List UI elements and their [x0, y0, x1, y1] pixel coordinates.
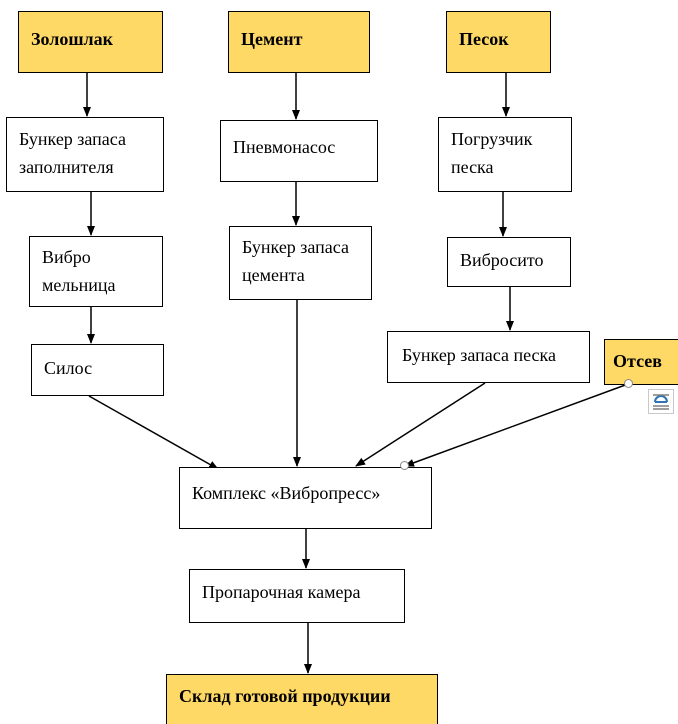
node-loader: Погрузчик песка [438, 117, 572, 192]
node-vibrosito: Вибросито [447, 237, 571, 287]
node-bunker-sand: Бункер запаса песка [387, 331, 590, 383]
node-otsev[interactable]: Отсев [604, 339, 678, 385]
node-silos-label: Силос [44, 358, 93, 378]
arrow-otsev-to-vibropress [404, 383, 629, 467]
node-cement-label: Цемент [241, 29, 303, 49]
node-vibromill-line2: мельница [42, 275, 116, 295]
connector-end-handle[interactable] [400, 461, 409, 470]
node-steam-chamber: Пропарочная камера [189, 569, 405, 623]
node-zoloshlak-label: Золошлак [31, 29, 114, 49]
arrow-bunker-sand-to-vibropress [355, 382, 486, 467]
node-cement: Цемент [228, 11, 370, 73]
node-bunker-fill-line1: Бункер запаса [19, 129, 126, 149]
layout-options-icon[interactable] [648, 389, 674, 414]
connector-start-handle[interactable] [624, 379, 633, 388]
node-pesok-label: Песок [459, 29, 509, 49]
node-steam-chamber-label: Пропарочная камера [202, 582, 361, 602]
node-bunker-sand-label: Бункер запаса песка [402, 345, 557, 365]
node-vibropress-label: Комплекс «Вибропресс» [192, 483, 381, 503]
node-bunker-fill: Бункер запаса заполнителя [6, 117, 164, 192]
node-vibromill-line1: Вибро [42, 247, 91, 267]
node-bunker-cement-line2: цемента [242, 265, 305, 285]
node-pesok: Песок [446, 11, 551, 73]
node-loader-line2: песка [451, 157, 494, 177]
node-bunker-cement-line1: Бункер запаса [242, 237, 349, 257]
node-warehouse: Склад готовой продукции [166, 674, 438, 724]
layout-options-glyph [653, 394, 669, 410]
node-silos: Силос [31, 344, 164, 396]
node-loader-line1: Погрузчик [451, 129, 533, 149]
node-vibropress: Комплекс «Вибропресс» [179, 467, 432, 529]
node-vibromill: Вибро мельница [29, 236, 163, 307]
node-otsev-label: Отсев [613, 351, 662, 371]
node-warehouse-label: Склад готовой продукции [179, 686, 391, 706]
node-bunker-fill-line2: заполнителя [19, 157, 114, 177]
node-pnevmonasos: Пневмонасос [220, 120, 378, 182]
arrow-silos-to-vibropress [88, 395, 219, 470]
node-pnevmonasos-label: Пневмонасос [233, 137, 336, 157]
node-bunker-cement: Бункер запаса цемента [229, 226, 372, 300]
node-zoloshlak: Золошлак [18, 11, 163, 73]
node-vibrosito-label: Вибросито [460, 250, 544, 270]
